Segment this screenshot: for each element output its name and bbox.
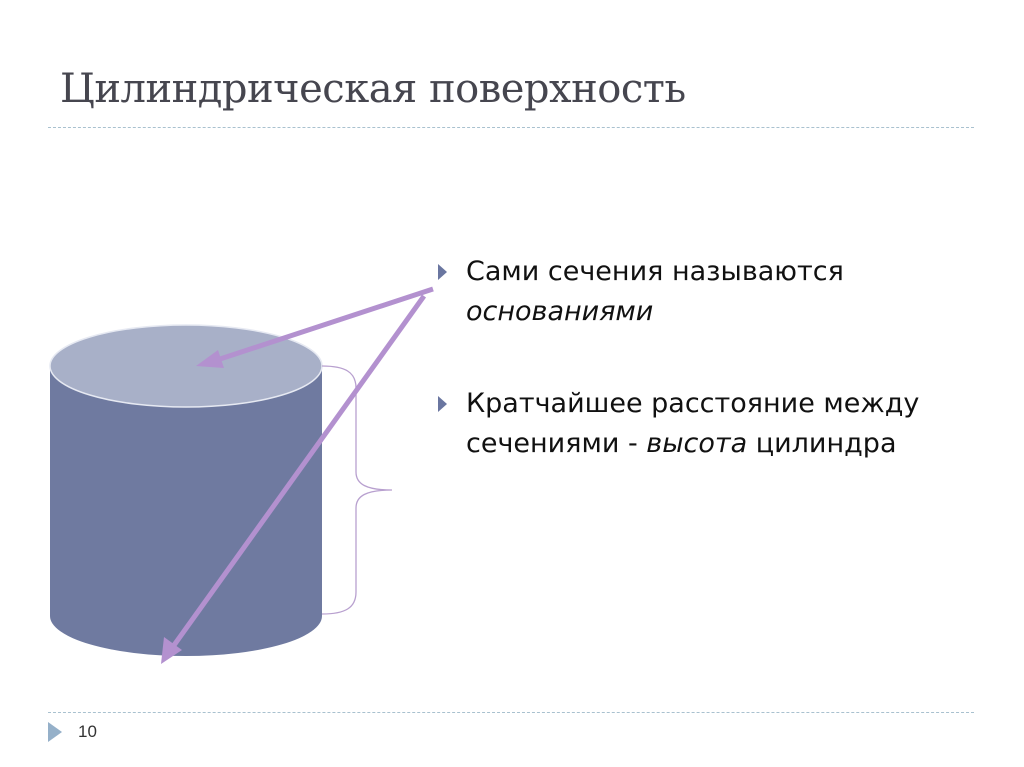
title-divider [48, 127, 974, 128]
bullet-text: Кратчайшее расстояние между сечениями - [466, 388, 920, 459]
arrow-to-bottom-base [161, 294, 427, 664]
bullet-item: Сами сечения называются основаниями [436, 252, 956, 332]
bullet-triangle-icon [438, 264, 447, 280]
cylinder-shape [49, 324, 323, 656]
height-brace [321, 365, 393, 615]
footer-triangle-icon [48, 722, 62, 742]
bullet-list: Сами сечения называются основаниями Крат… [436, 252, 956, 516]
bullet-text-after: цилиндра [747, 428, 897, 459]
bullet-triangle-icon [438, 396, 447, 412]
arrow-to-top-base [196, 286, 434, 368]
bullet-item: Кратчайшее расстояние между сечениями - … [436, 384, 956, 464]
slide-title: Цилиндрическая поверхность [60, 66, 686, 112]
bullet-emphasis: основаниями [466, 296, 654, 327]
bullet-emphasis: высота [646, 428, 748, 459]
footer-divider [48, 712, 974, 713]
page-number: 10 [78, 722, 97, 741]
bullet-text: Сами сечения называются [466, 256, 844, 287]
